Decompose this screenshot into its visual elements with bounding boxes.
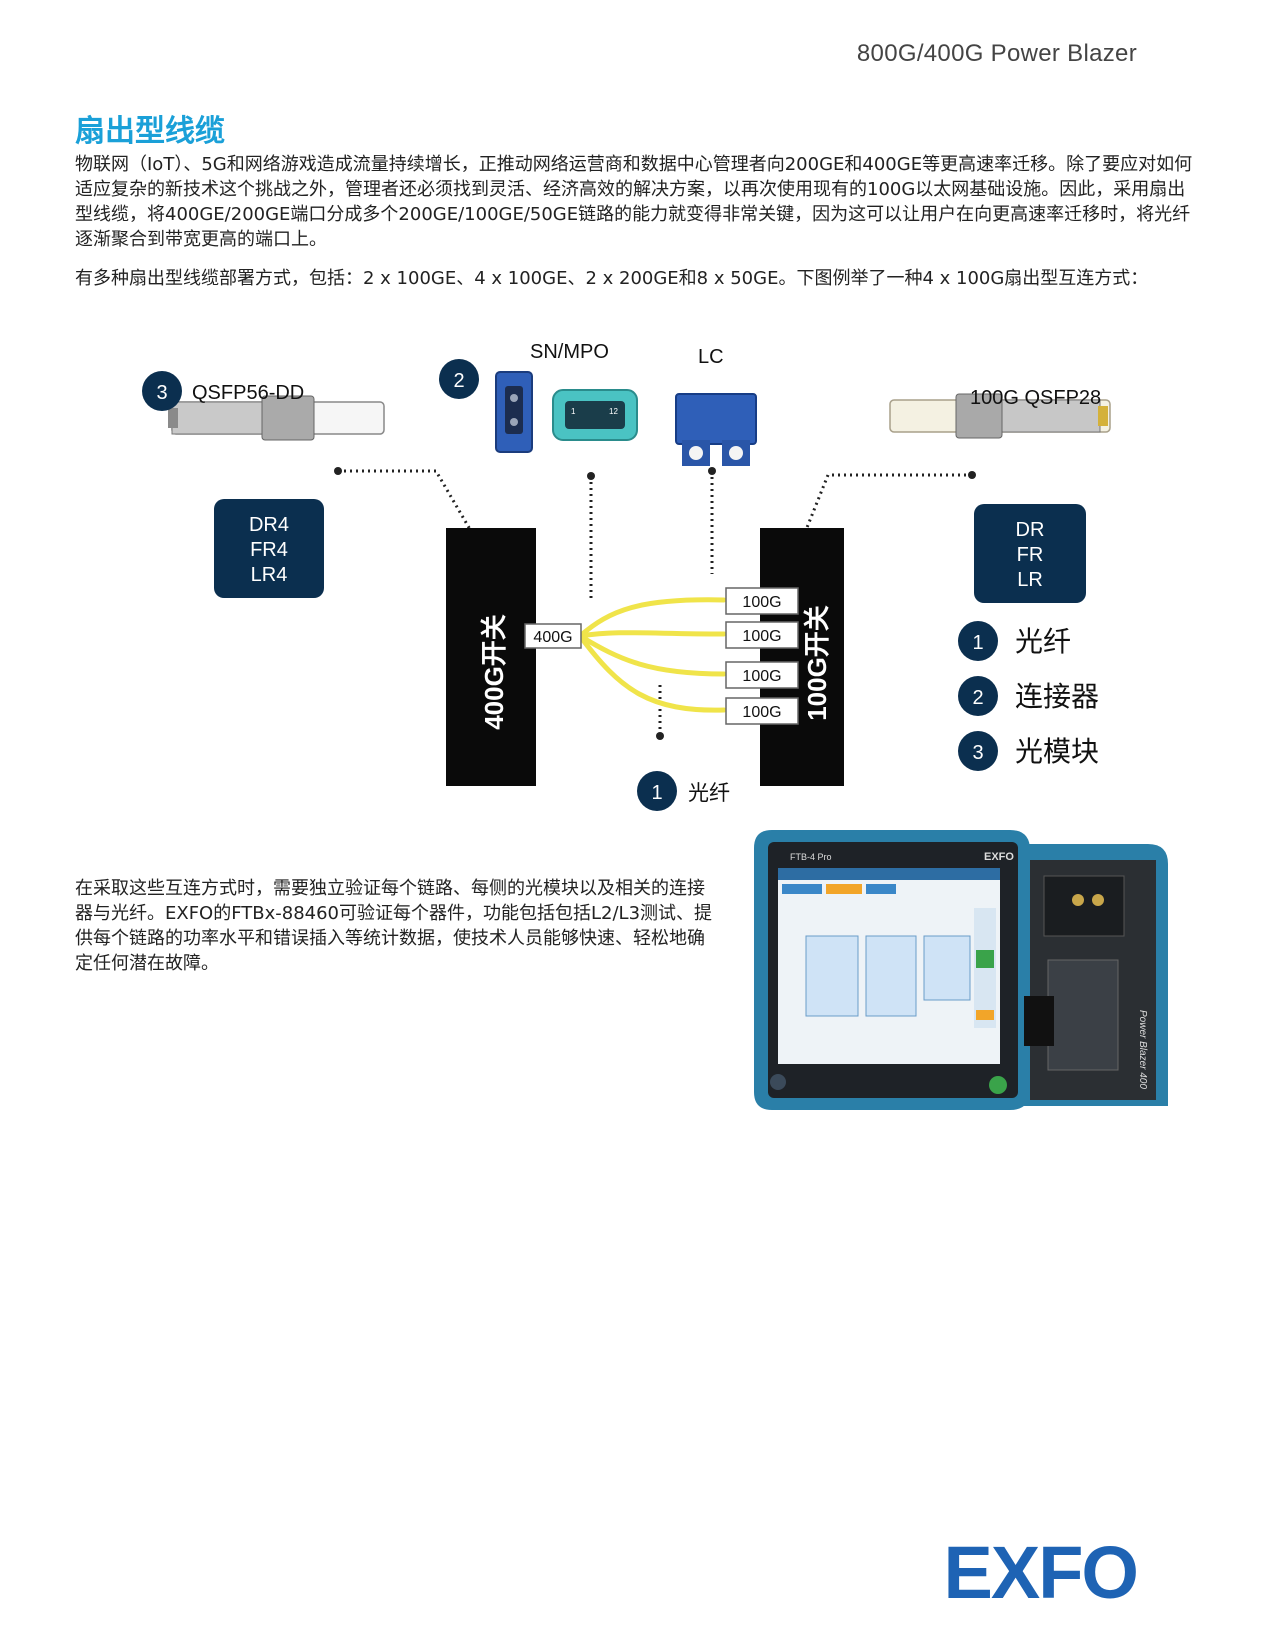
svg-text:EXFO: EXFO [984,851,1014,863]
switch-400g-label: 400G开关 [479,614,509,730]
port-100g-2: 100G [725,621,799,649]
qsfp56-dd-module [168,395,385,441]
qsfp28-module [889,393,1111,439]
leader-lines [338,469,972,736]
svg-text:FR4: FR4 [250,539,288,561]
switch-100g [760,528,844,786]
badge-module-3 [142,371,182,411]
svg-text:光纤: 光纤 [1015,626,1071,657]
svg-text:LR: LR [1017,569,1043,591]
svg-text:3: 3 [972,742,983,764]
badge-connector-2 [439,359,479,399]
svg-text:FR: FR [1017,544,1044,566]
svg-text:100G: 100G [742,704,781,721]
svg-text:连接器: 连接器 [1015,681,1099,712]
section-title: 扇出型线缆 [75,114,225,149]
left-optics-box: DR4 FR4 LR4 [214,499,324,598]
badge-fiber-1 [637,771,677,811]
port-100g-3: 100G [725,661,799,689]
exfo-logo: EXFO [943,1531,1139,1614]
legend: 1 光纤 2 连接器 3 光模块 [958,621,1099,771]
svg-text:光模块: 光模块 [1015,736,1099,767]
right-optics-box: DR FR LR [974,504,1086,603]
fanout-diagram: 1 12 3 QSFP56-DD 2 SN/MPO LC 100G QSFP28… [142,341,1111,811]
switch-100g-label: 100G开关 [802,605,832,721]
header-product-name: 800G/400G Power Blazer [856,40,1137,67]
ftb-4-pro-device-image: FTB-4 Pro EXFO Power Blazer 400 [754,830,1168,1110]
svg-text:DR: DR [1016,519,1045,541]
svg-text:100G: 100G [742,594,781,611]
fanout-fibers [577,597,727,713]
svg-text:400G: 400G [533,629,572,646]
svg-text:3: 3 [156,382,167,404]
svg-text:DR4: DR4 [249,514,289,536]
power-button[interactable] [989,1076,1007,1094]
deployment-paragraph: 有多种扇出型线缆部署方式，包括：2 x 100GE、4 x 100GE、2 x … [75,268,1149,289]
svg-text:Power Blazer 400: Power Blazer 400 [1137,1010,1148,1089]
qsfp28-label: 100G QSFP28 [970,387,1101,409]
lc-label: LC [698,346,724,368]
qsfp56-label: QSFP56-DD [192,382,304,404]
svg-text:100G: 100G [742,628,781,645]
switch-400g [446,528,536,786]
svg-text:12: 12 [609,407,618,416]
sn-connector [495,371,533,453]
mpo-connector: 1 12 [552,389,638,441]
validation-paragraph: 在采取这些互连方式时，需要独立验证每个链路、每侧的光模块以及相关的连接器与光纤。… [75,878,713,974]
fiber-label: 光纤 [688,782,730,805]
svg-text:2: 2 [453,370,464,392]
svg-text:FTB-4 Pro: FTB-4 Pro [790,852,832,862]
svg-text:2: 2 [972,687,983,709]
svg-text:1: 1 [972,632,983,654]
lc-connector [675,393,757,466]
svg-text:100G: 100G [742,668,781,685]
intro-paragraph: 物联网（IoT）、5G和网络游戏造成流量持续增长，正推动网络运营商和数据中心管理… [75,154,1193,250]
port-100g-4: 100G [725,697,799,725]
svg-text:LR4: LR4 [251,564,288,586]
port-400g: 400G [524,623,582,649]
svg-text:1: 1 [571,407,576,416]
port-100g-1: 100G [725,587,799,615]
svg-text:1: 1 [651,782,662,804]
snmpo-label: SN/MPO [530,341,609,363]
